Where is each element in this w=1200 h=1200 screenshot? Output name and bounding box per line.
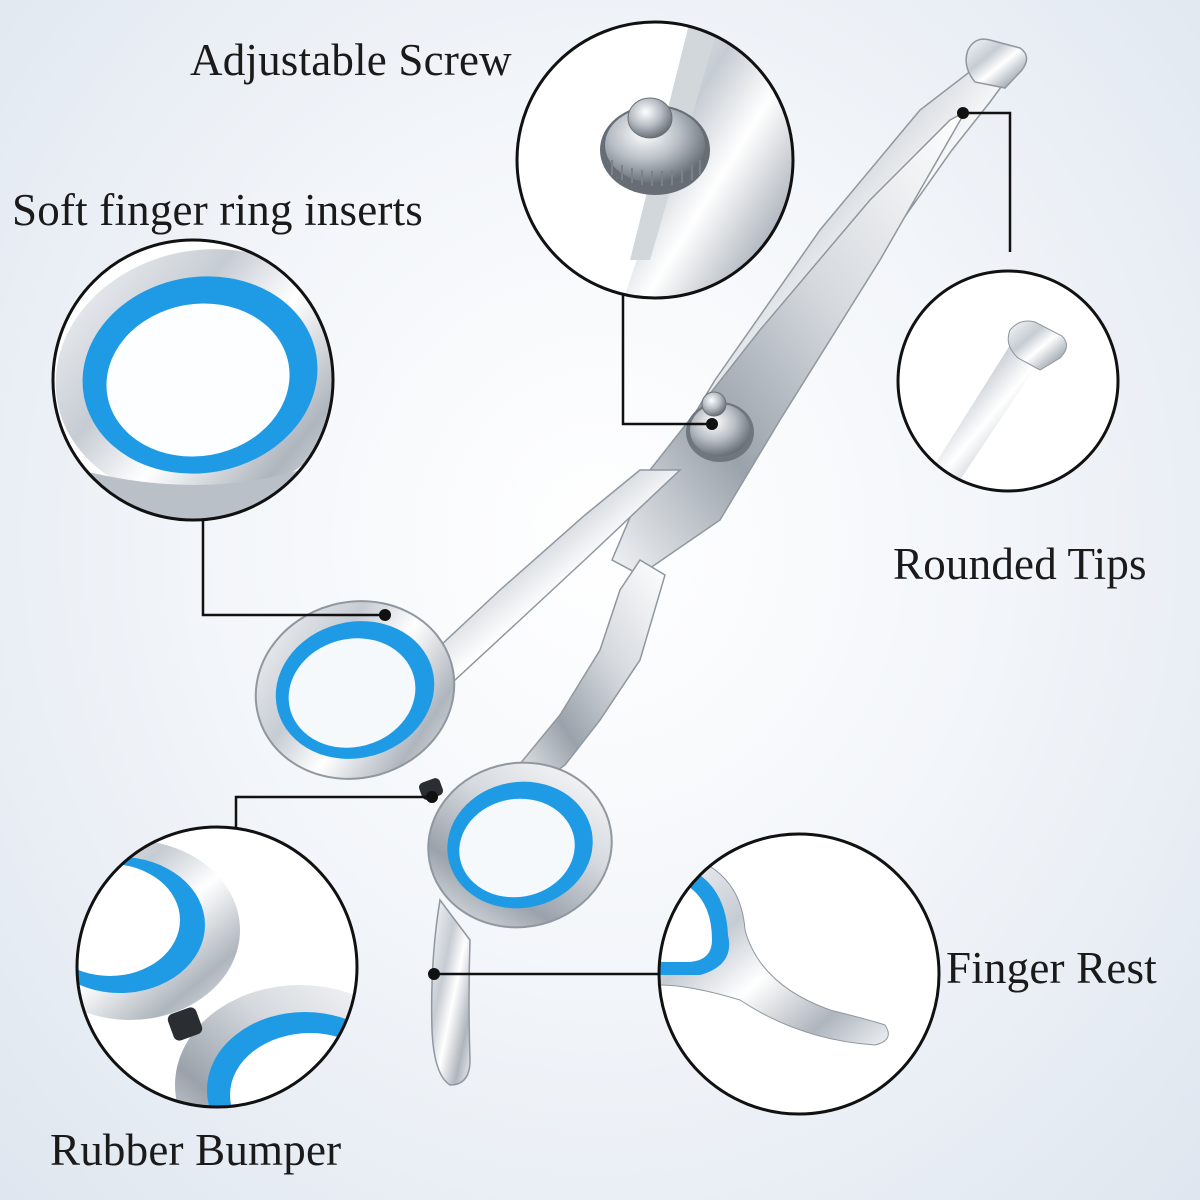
main-screw xyxy=(686,391,754,462)
callout-line-bumper xyxy=(234,795,432,838)
lower-finger-ring xyxy=(427,761,613,929)
callout-lines xyxy=(201,111,1012,976)
zoom-circle-finger-rest xyxy=(657,832,941,1116)
zoom-circle-finger-ring xyxy=(51,238,335,522)
finger-rest-tang xyxy=(430,898,471,1086)
scissors xyxy=(254,38,1028,1086)
rounded-tip xyxy=(965,38,1028,89)
upper-finger-ring xyxy=(254,600,456,780)
screw-knob-zoom xyxy=(600,97,710,195)
zoom-circle-adjustable-screw xyxy=(515,20,795,300)
callout-line-screw xyxy=(621,280,712,426)
zoom-circle-rounded-tips xyxy=(896,269,1120,493)
label-finger-rest: Finger Rest xyxy=(946,943,1157,993)
label-rounded-tips: Rounded Tips xyxy=(893,539,1147,589)
callout-dots xyxy=(379,107,969,980)
label-soft-finger-ring-inserts: Soft finger ring inserts xyxy=(12,185,423,235)
callout-line-tips xyxy=(963,111,1012,252)
label-rubber-bumper: Rubber Bumper xyxy=(50,1125,342,1175)
callout-line-ring xyxy=(201,510,385,617)
label-adjustable-screw: Adjustable Screw xyxy=(190,35,512,85)
